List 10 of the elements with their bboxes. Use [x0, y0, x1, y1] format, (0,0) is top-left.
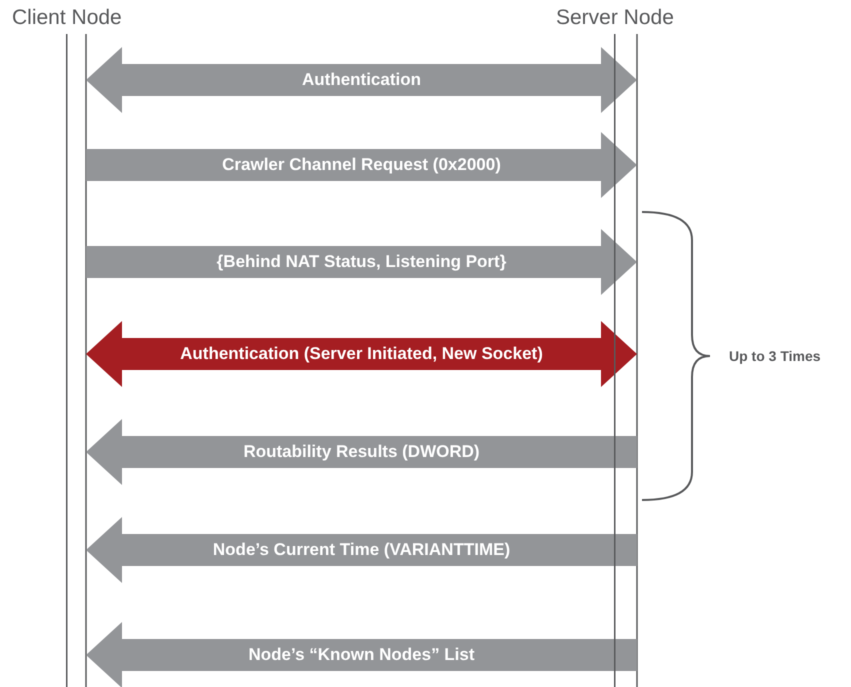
edge-label: Node’s “Known Nodes” List	[248, 645, 475, 665]
edge-label: {Behind NAT Status, Listening Port}	[216, 252, 506, 272]
participant-label: Client Node	[12, 6, 122, 687]
edge-label: Authentication (Server Initiated, New Socket)	[180, 344, 543, 364]
edge-label: Node’s Current Time (VARIANTTIME)	[212, 540, 510, 560]
edge-label: Authentication	[302, 70, 421, 90]
repeat-note: Up to 3 Times	[729, 348, 821, 364]
participant-label: Server Node	[556, 6, 674, 687]
edge-label: Crawler Channel Request (0x2000)	[222, 155, 501, 175]
edge-label: Routability Results (DWORD)	[243, 442, 480, 462]
